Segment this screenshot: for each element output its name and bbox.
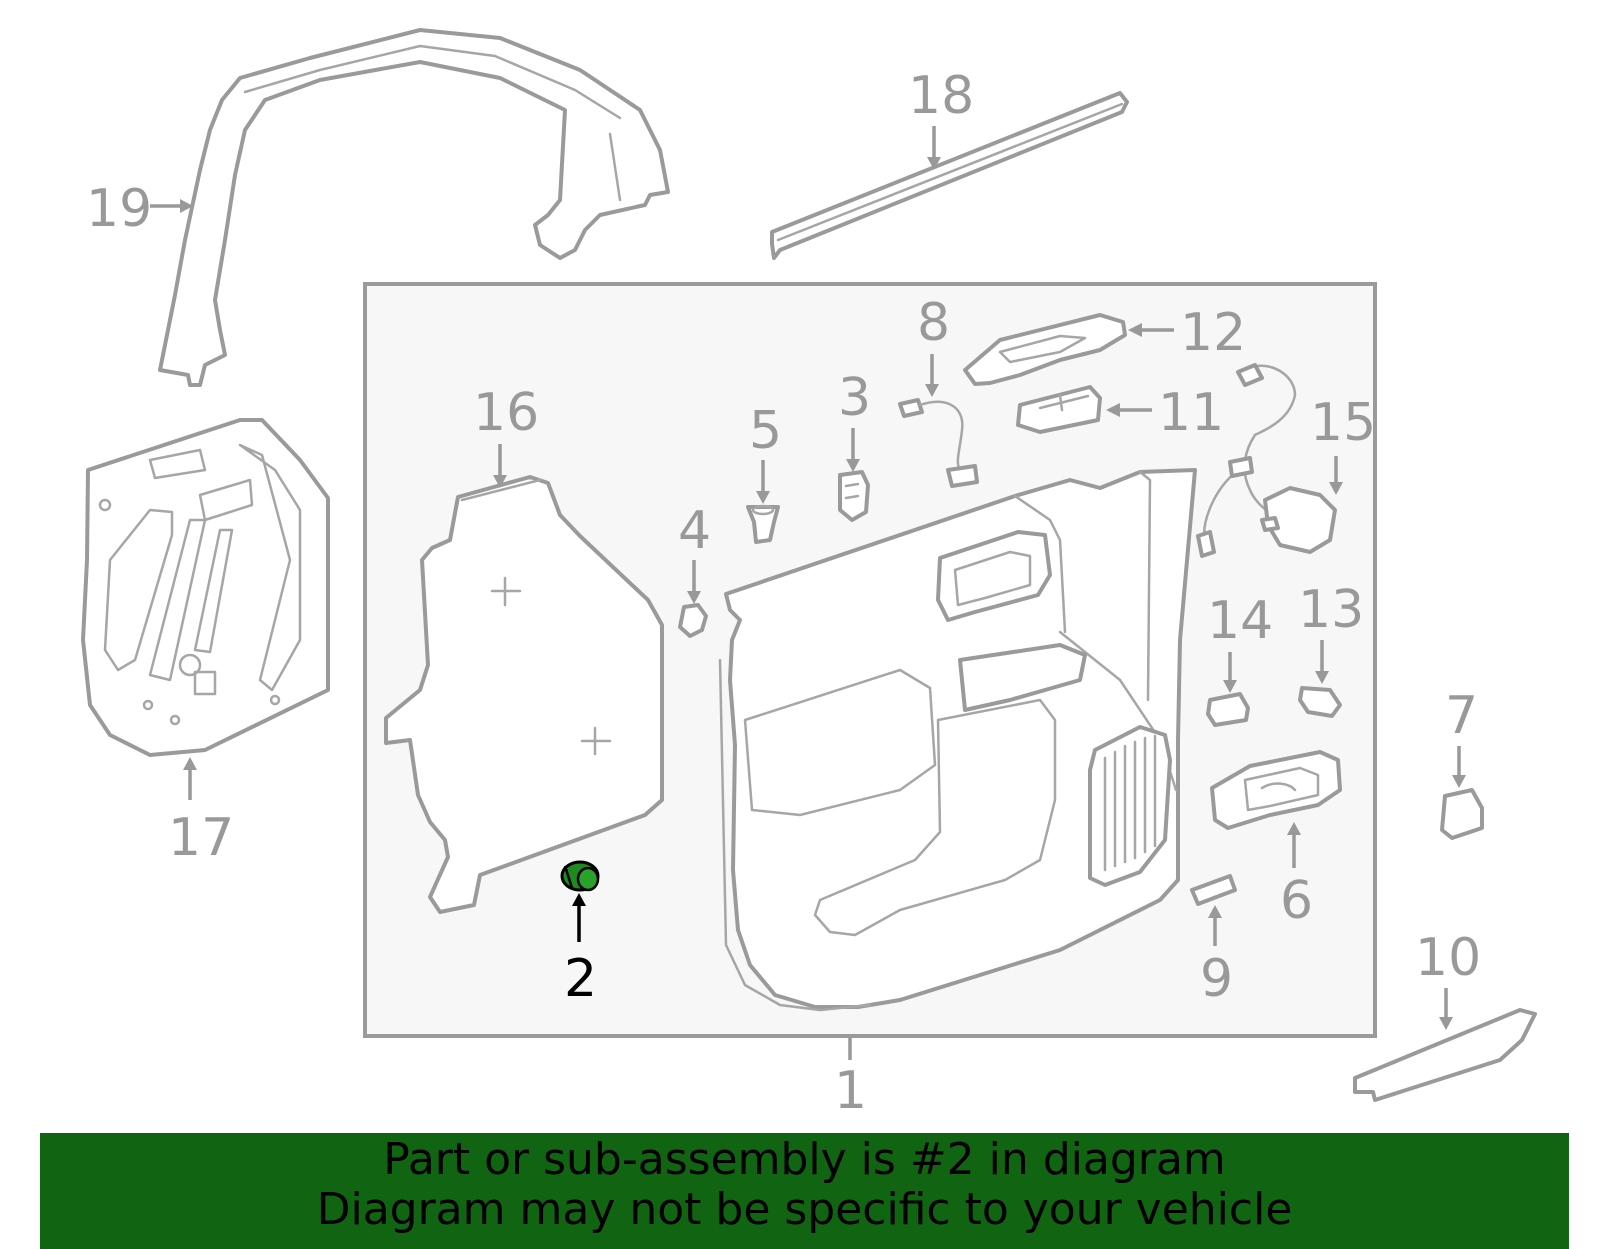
part-7-cap[interactable] bbox=[1440, 788, 1484, 840]
arrow-15 bbox=[1329, 456, 1343, 495]
part-12-switch-bezel[interactable] bbox=[963, 313, 1127, 386]
arrow-18 bbox=[927, 126, 941, 170]
arrow-3 bbox=[846, 428, 860, 472]
callout-9: 9 bbox=[1200, 949, 1233, 1009]
callout-1: 1 bbox=[834, 1061, 867, 1121]
callout-8: 8 bbox=[917, 293, 950, 353]
callout-labels: 19 18 17 16 2 4 5 3 8 12 11 15 14 13 7 6… bbox=[86, 66, 1481, 1121]
part-5-clip[interactable] bbox=[746, 504, 780, 544]
part-13-clip[interactable] bbox=[1298, 686, 1342, 718]
parts-diagram: 19 18 17 16 2 4 5 3 8 12 11 15 14 13 7 6… bbox=[81, 28, 1537, 1121]
part-3-retainer[interactable] bbox=[838, 470, 870, 522]
arrow-10 bbox=[1439, 988, 1453, 1030]
part-17-inner-panel[interactable] bbox=[81, 418, 330, 757]
arrow-14 bbox=[1223, 652, 1237, 693]
arrow-6 bbox=[1287, 822, 1301, 868]
arrow-19 bbox=[150, 199, 193, 213]
arrow-2 bbox=[572, 893, 586, 942]
callout-18: 18 bbox=[908, 66, 974, 126]
arrow-5 bbox=[756, 460, 770, 504]
callout-19: 19 bbox=[86, 179, 152, 239]
callout-10: 10 bbox=[1415, 928, 1481, 988]
callout-17: 17 bbox=[168, 808, 234, 868]
door-trim-panel[interactable] bbox=[718, 468, 1197, 1012]
callout-11: 11 bbox=[1158, 383, 1224, 443]
callout-16: 16 bbox=[473, 383, 539, 443]
callout-15: 15 bbox=[1310, 393, 1376, 453]
part-19-frame-molding[interactable] bbox=[158, 28, 670, 387]
callout-6: 6 bbox=[1280, 871, 1313, 931]
part-11-window-switch[interactable] bbox=[1016, 385, 1102, 434]
arrow-7 bbox=[1452, 746, 1466, 788]
info-banner: Part or sub-assembly is #2 in diagram Di… bbox=[40, 1133, 1569, 1249]
callout-4: 4 bbox=[678, 501, 711, 561]
banner-disclaimer: Diagram may not be specific to your vehi… bbox=[316, 1184, 1293, 1235]
arrow-9 bbox=[1208, 905, 1222, 946]
callout-2: 2 bbox=[564, 949, 597, 1009]
banner-part-note: Part or sub-assembly is #2 in diagram bbox=[383, 1134, 1226, 1185]
part-18-belt-molding[interactable] bbox=[770, 91, 1129, 260]
leader-arrows bbox=[150, 126, 1466, 1060]
arrow-12 bbox=[1128, 323, 1174, 337]
arrow-4 bbox=[687, 560, 701, 604]
part-4-nut[interactable] bbox=[678, 603, 708, 638]
arrow-13 bbox=[1315, 640, 1329, 684]
arrow-16 bbox=[493, 444, 507, 488]
part-15-harness[interactable] bbox=[1196, 363, 1337, 558]
part-10-molding[interactable] bbox=[1353, 1008, 1537, 1102]
part-2-retainer-highlighted[interactable] bbox=[560, 860, 600, 892]
callout-13: 13 bbox=[1298, 580, 1364, 640]
part-16-insulator[interactable] bbox=[384, 475, 664, 914]
callout-5: 5 bbox=[749, 401, 782, 461]
callout-12: 12 bbox=[1180, 303, 1246, 363]
callout-14: 14 bbox=[1207, 591, 1273, 651]
arrow-11 bbox=[1106, 403, 1152, 417]
part-6-handle[interactable] bbox=[1210, 750, 1342, 830]
callout-3: 3 bbox=[838, 368, 871, 428]
part-8-harness[interactable] bbox=[898, 398, 979, 488]
part-14-clip[interactable] bbox=[1206, 692, 1250, 727]
part-9-plug[interactable] bbox=[1190, 874, 1237, 906]
arrow-8 bbox=[925, 354, 939, 397]
arrow-17 bbox=[183, 757, 197, 800]
callout-7: 7 bbox=[1445, 686, 1478, 746]
